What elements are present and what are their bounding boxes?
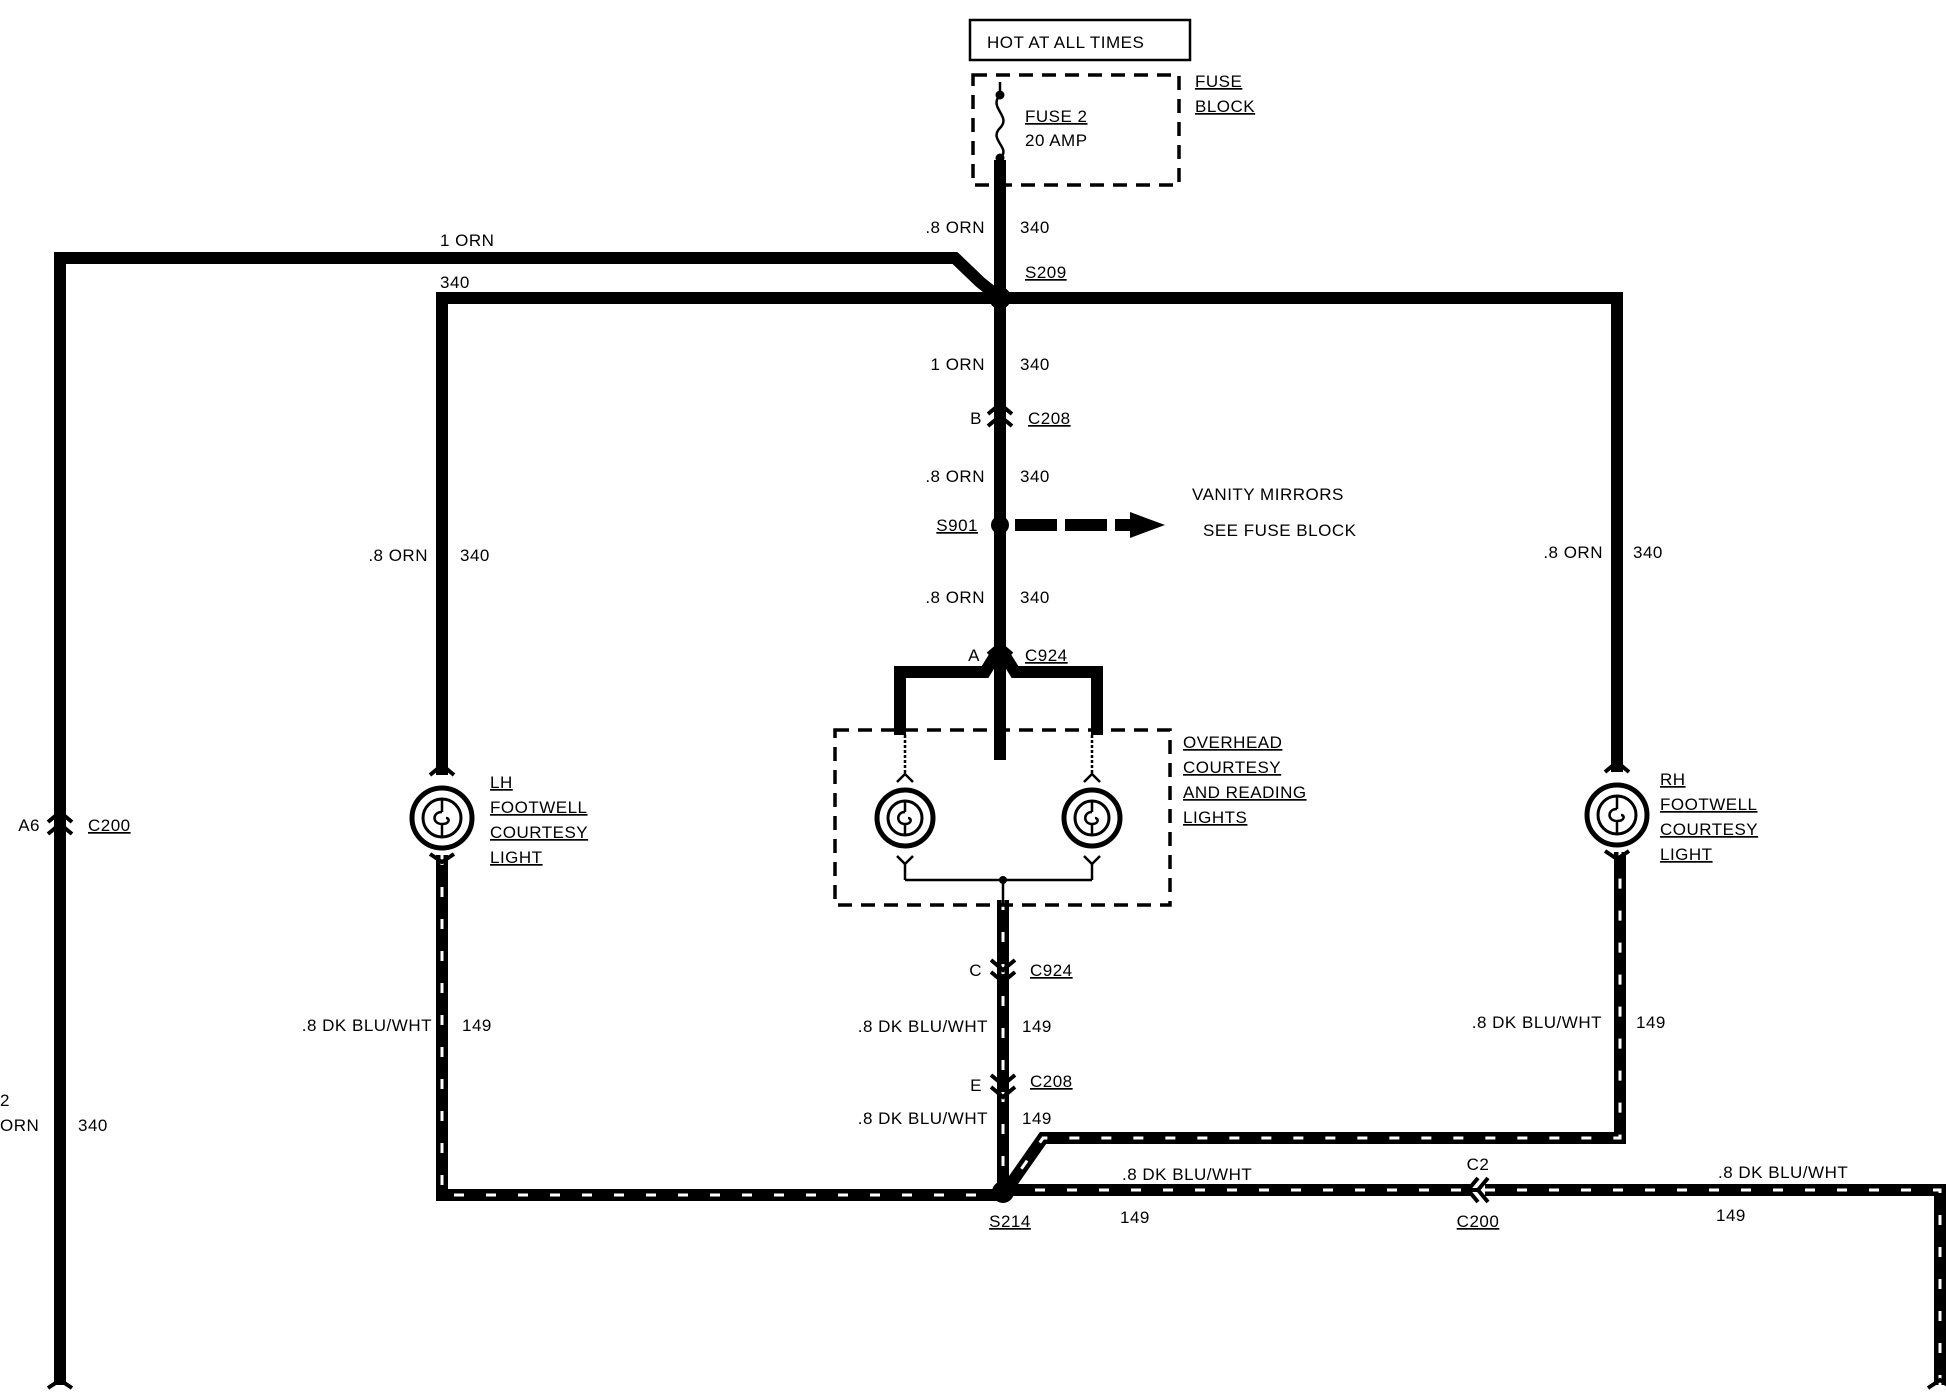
overhead-label-1: OVERHEAD (1183, 733, 1282, 752)
connector-c924-bottom-icon (989, 958, 1017, 985)
lh-footwell-light-icon (409, 762, 475, 865)
w-lh-ground-size: .8 DK BLU/WHT (302, 1016, 432, 1035)
c200-bottom-pin: C2 (1467, 1155, 1490, 1174)
wire-lh-340 (436, 292, 1000, 775)
overhead-label-4: LIGHTS (1183, 808, 1247, 827)
connector-c200-left-icon (46, 809, 74, 836)
w-top-size: .8 ORN (925, 218, 985, 237)
c200-left-name: C200 (88, 816, 131, 835)
w-left-top-size: 1 ORN (440, 231, 494, 250)
fuse-name: FUSE 2 (1025, 107, 1088, 126)
w-bottom-mid-size: .8 DK BLU/WHT (1122, 1165, 1252, 1184)
w-c924-size: .8 ORN (925, 588, 985, 607)
c200-left-pin: A6 (18, 816, 40, 835)
vanity-label-2: SEE FUSE BLOCK (1203, 521, 1357, 540)
w-lh-ground-circuit: 149 (462, 1016, 492, 1035)
lh-light-label-1: LH (490, 773, 513, 792)
wire-end-left-icon (46, 1377, 74, 1390)
c924-bottom-pin: C (969, 961, 982, 980)
wire-overhead-left-feed (894, 644, 1006, 735)
overhead-ground-junction (999, 876, 1007, 884)
vanity-arrow-head-icon (1130, 512, 1165, 538)
w-far-left-size-2: ORN (0, 1116, 39, 1135)
wire-far-left-340 (54, 252, 1004, 1385)
connector-c924-top-icon (986, 641, 1014, 668)
overhead-lights-label: OVERHEAD COURTESY AND READING LIGHTS (1183, 733, 1307, 827)
splice-s901-label: S901 (936, 516, 978, 535)
splice-s209-label: S209 (1025, 263, 1067, 282)
w-lh-size: .8 ORN (368, 546, 428, 565)
c924-top-pin: A (968, 646, 980, 665)
rh-light-label-2: FOOTWELL (1660, 795, 1758, 814)
lh-light-label-3: COURTESY (490, 823, 588, 842)
w-bottom-right-size: .8 DK BLU/WHT (1718, 1163, 1848, 1182)
wire-ground-149 (436, 852, 1946, 1385)
w-center-ground-1-circuit: 149 (1022, 1017, 1052, 1036)
splice-s214 (992, 1181, 1014, 1203)
c208-top-name: C208 (1028, 409, 1071, 428)
w-c208-circuit: 340 (1020, 355, 1050, 374)
c208-top-pin: B (970, 409, 982, 428)
rh-light-label-3: COURTESY (1660, 820, 1758, 839)
w-s901-size: .8 ORN (925, 467, 985, 486)
w-rh-size: .8 ORN (1543, 543, 1603, 562)
lh-light-label-4: LIGHT (490, 848, 543, 867)
overhead-label-2: COURTESY (1183, 758, 1281, 777)
vanity-label-1: VANITY MIRRORS (1192, 485, 1344, 504)
w-far-left-size-1: 2 (0, 1091, 10, 1110)
w-rh-ground-size: .8 DK BLU/WHT (1472, 1013, 1602, 1032)
w-c924-circuit: 340 (1020, 588, 1050, 607)
c924-top-name: C924 (1025, 646, 1068, 665)
rh-light-label-1: RH (1660, 770, 1686, 789)
w-center-ground-2-circuit: 149 (1022, 1109, 1052, 1128)
w-rh-ground-circuit: 149 (1636, 1013, 1666, 1032)
fuse-block-outline (971, 73, 1181, 187)
splice-s214-label: S214 (989, 1212, 1031, 1231)
fuse-element-icon (995, 94, 1005, 159)
overhead-light-right-icon (1061, 735, 1123, 880)
w-bottom-right-circuit: 149 (1716, 1206, 1746, 1225)
c208-bottom-pin: E (970, 1076, 982, 1095)
wire-rh-340 (1000, 292, 1623, 772)
c208-bottom-name: C208 (1030, 1072, 1073, 1091)
rh-footwell-light-icon (1584, 759, 1650, 862)
rh-light-label: RH FOOTWELL COURTESY LIGHT (1660, 770, 1758, 864)
hot-at-all-times-label: HOT AT ALL TIMES (987, 33, 1144, 52)
lh-light-label: LH FOOTWELL COURTESY LIGHT (490, 773, 588, 867)
w-center-ground-1-size: .8 DK BLU/WHT (858, 1017, 988, 1036)
w-top-circuit: 340 (1020, 218, 1050, 237)
w-far-left-circuit: 340 (78, 1116, 108, 1135)
w-left-340: 340 (440, 273, 470, 292)
rh-light-label-4: LIGHT (1660, 845, 1713, 864)
w-c208-size: 1 ORN (931, 355, 985, 374)
hot-at-all-times-box (968, 18, 1192, 62)
splice-s209 (989, 287, 1011, 309)
fuse-rating: 20 AMP (1025, 131, 1088, 150)
w-lh-circuit: 340 (460, 546, 490, 565)
c924-bottom-name: C924 (1030, 961, 1073, 980)
lh-light-label-2: FOOTWELL (490, 798, 588, 817)
splice-s901 (991, 516, 1009, 534)
w-s901-circuit: 340 (1020, 467, 1050, 486)
overhead-light-left-icon (874, 735, 936, 880)
connector-c208-bottom-icon (989, 1073, 1017, 1100)
fuse-block-label-1: FUSE (1195, 72, 1242, 91)
connector-c200-bottom-icon (1465, 1176, 1490, 1204)
connector-c208-top-icon (986, 401, 1014, 428)
w-bottom-mid-circuit: 149 (1120, 1208, 1150, 1227)
w-rh-circuit: 340 (1633, 543, 1663, 562)
w-center-ground-2-size: .8 DK BLU/WHT (858, 1109, 988, 1128)
fuse-block-label-2: BLOCK (1195, 97, 1255, 116)
c200-bottom-name: C200 (1457, 1212, 1500, 1231)
overhead-label-3: AND READING (1183, 783, 1307, 802)
wire-end-right-icon (1926, 1377, 1946, 1390)
